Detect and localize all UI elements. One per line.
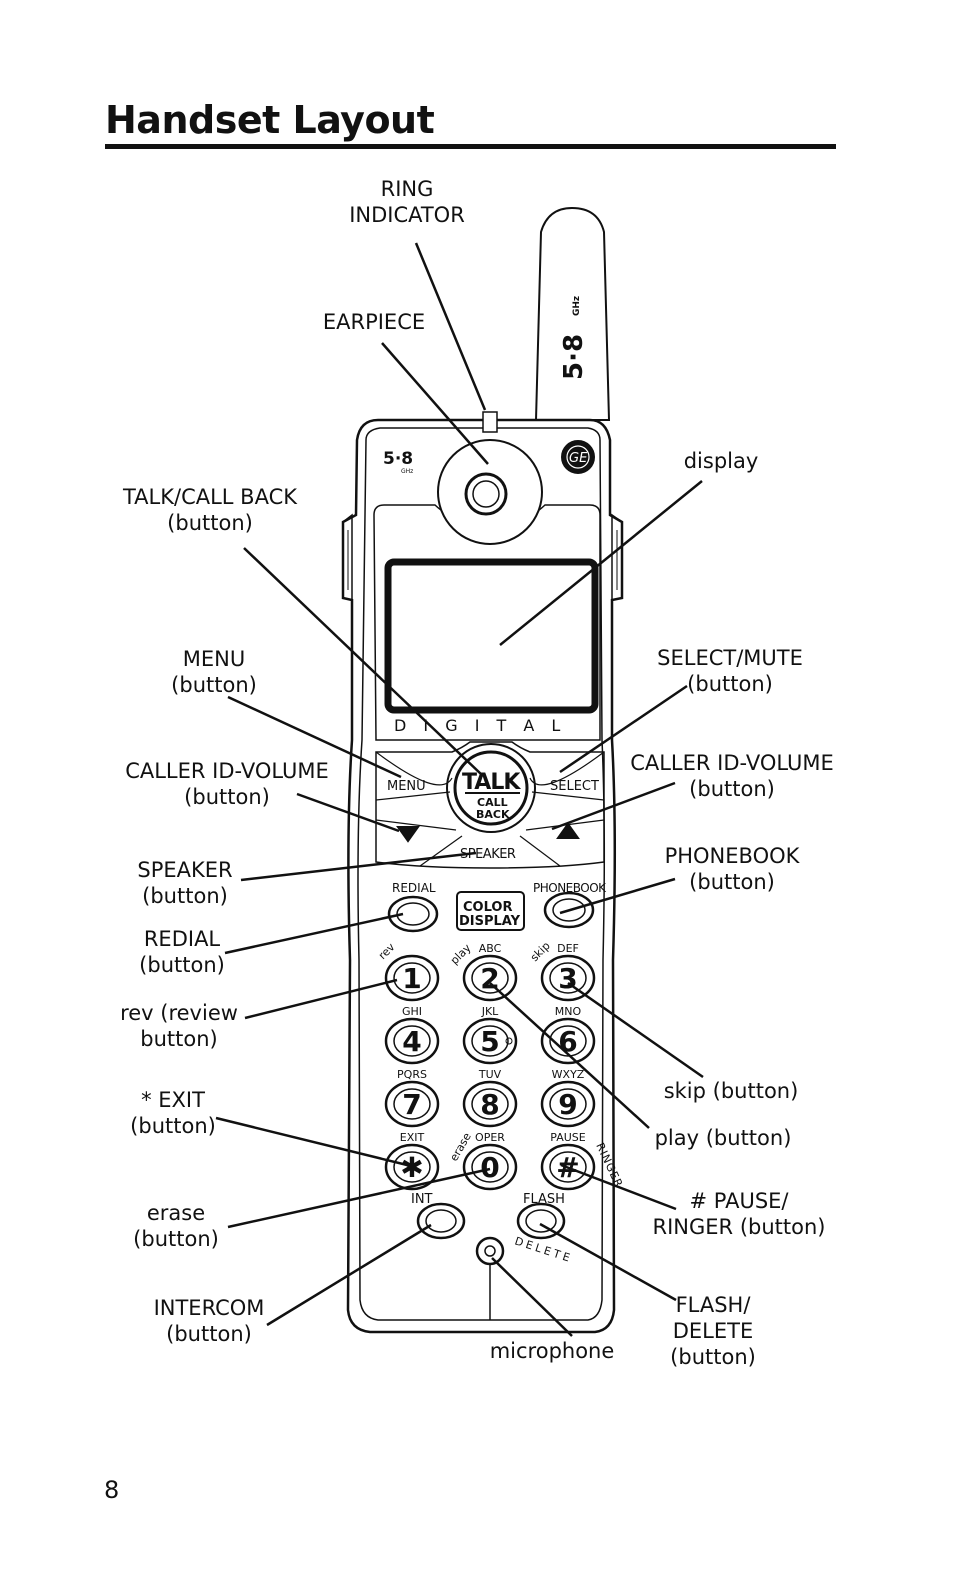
svg-text:BACK: BACK [476,808,510,821]
key-11-letters: OPER [475,1131,505,1144]
key-9-letters: WXYZ [552,1068,585,1081]
redial-label: REDIAL [392,881,436,895]
redial-button [387,895,439,933]
intercom-button [416,1202,466,1240]
flash-button [516,1202,566,1240]
svg-text:CALL: CALL [477,796,508,809]
talk-button-ring [446,743,536,833]
handset-body [341,418,624,1334]
label-phonebook: PHONEBOOK(button) [664,844,800,894]
microphone-hole [475,1236,505,1266]
key-11-digit: 0 [480,1151,499,1184]
label-exit: * EXIT(button) [130,1088,216,1138]
earpiece [437,439,543,545]
phonebook-label: PHONEBOOK [533,881,607,895]
ge-logo-text: GE [569,451,588,466]
label-intercom: INTERCOM(button) [153,1296,265,1346]
talk-button [453,750,529,826]
label-earpiece: EARPIECE [322,310,426,334]
key-10-letters: EXIT [400,1131,425,1144]
key-12-letters: PAUSE [550,1131,585,1144]
page-title: Handset Layout [105,98,435,142]
label-skip: skip (button) [663,1079,799,1103]
brand-badge: 5·8 [383,449,413,469]
label-pause-ringer: # PAUSE/RINGER (button) [652,1189,826,1239]
display-screen [384,558,599,714]
label-caller-id-volume-right: CALLER ID-VOLUME(button) [630,751,834,801]
key-4-letters: GHI [402,1005,422,1018]
label-erase: erase(button) [133,1201,219,1251]
keypad [384,954,596,1191]
label-menu: MENU(button) [171,647,257,697]
caller-id-down-arrow [396,826,420,843]
svg-text:GHz: GHz [572,296,582,316]
key-3-digit: 3 [558,962,577,995]
select-label: SELECT [550,779,599,794]
int-label: INT [411,1192,433,1207]
svg-text:COLOR: COLOR [463,900,512,915]
label-caller-id-volume-left: CALLER ID-VOLUME(button) [125,759,329,809]
svg-text:GHz: GHz [401,468,413,475]
key-5-letters: JKL [481,1005,499,1018]
label-play: play (button) [654,1126,792,1150]
talk-label: TALK [462,770,521,795]
label-select-mute: SELECT/MUTE(button) [657,646,803,696]
label-talk-call-back: TALK/CALL BACK(button) [122,485,298,535]
page-number: 8 [104,1476,120,1504]
label-display: display [683,449,759,473]
key-10-digit: ✱ [400,1151,423,1184]
antenna-badge: 5·8 [559,334,589,380]
key-2-letters: ABC [479,942,502,955]
color-display-badge [456,891,525,931]
digital-text: D I G I T A L [394,716,566,735]
label-redial: REDIAL(button) [139,927,225,977]
key-8-letters: TUV [478,1068,502,1081]
leader-lines [215,242,704,1337]
speaker-label: SPEAKER [460,847,516,862]
label-microphone: microphone [489,1339,615,1363]
key-7-digit: 7 [402,1088,421,1121]
label-speaker: SPEAKER(button) [137,858,233,908]
key-5-digit: 5 [480,1025,499,1058]
antenna [534,206,611,421]
key-3-letters: DEF [557,942,579,955]
svg-text:DISPLAY: DISPLAY [459,914,521,929]
label-flash-delete: FLASH/DELETE(button) [670,1293,756,1369]
key-7-letters: PQRS [397,1068,427,1081]
key-9-digit: 9 [558,1088,577,1121]
key-1-digit: 1 [402,962,421,995]
menu-label: MENU [387,779,426,794]
ring-indicator-slot [482,411,498,433]
title-rule [105,144,836,149]
key-4-digit: 4 [402,1025,421,1058]
phonebook-button [543,891,595,929]
key-6-letters: MNO [555,1005,582,1018]
flash-label: FLASH [523,1192,565,1207]
caller-id-up-arrow [556,822,580,839]
key-8-digit: 8 [480,1088,499,1121]
